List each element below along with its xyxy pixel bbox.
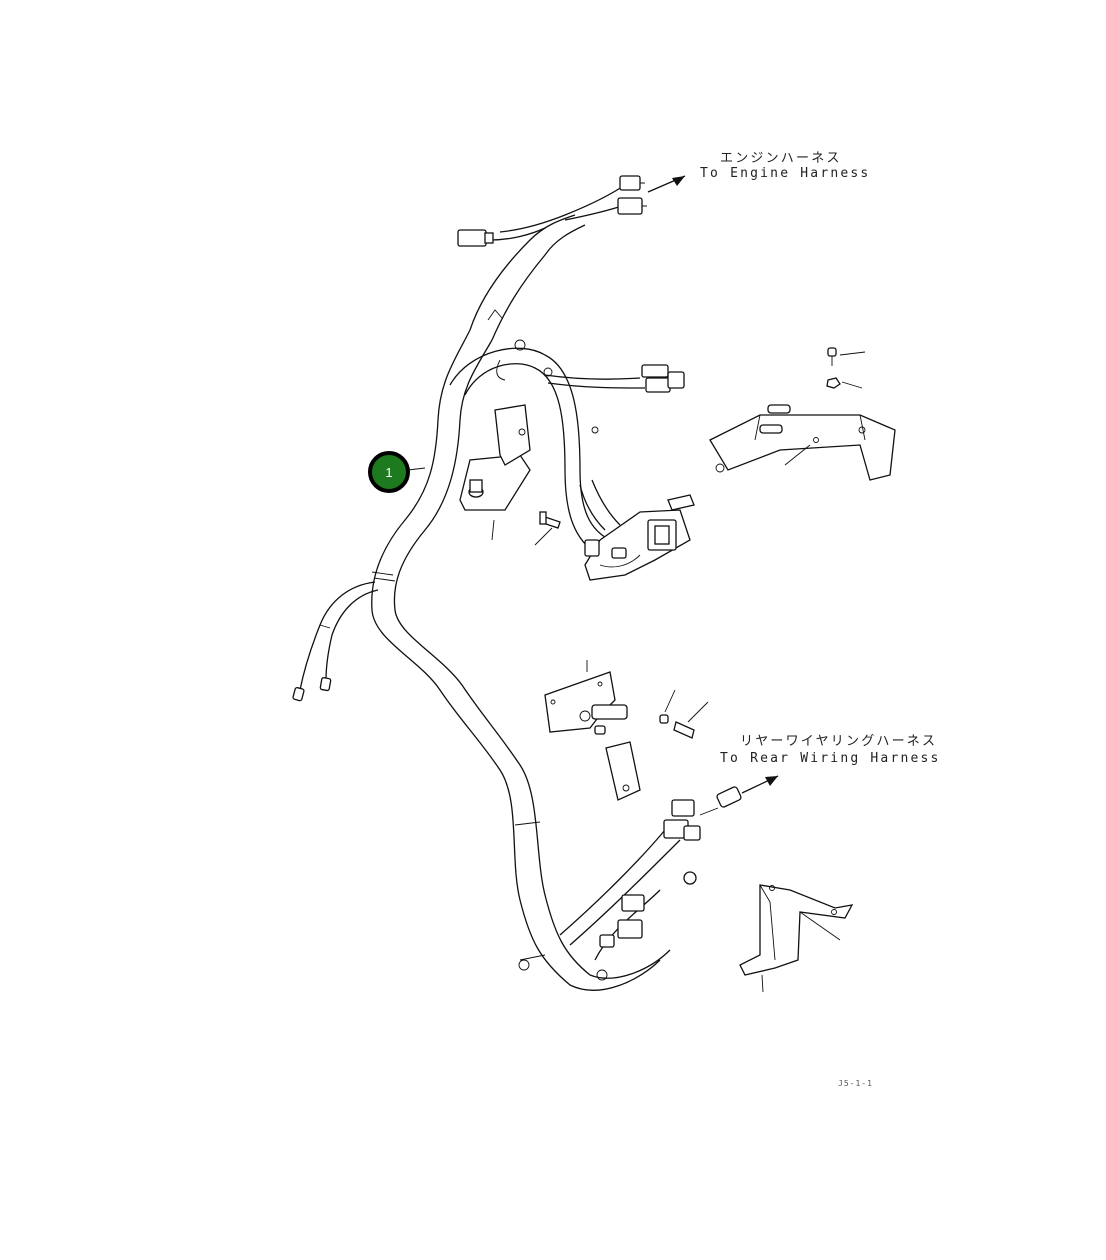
arrow-to-engine-harness — [647, 175, 686, 193]
bolt — [534, 511, 561, 546]
lower-right-bracket — [739, 884, 854, 993]
figure-reference: J5-1-1 — [838, 1079, 873, 1088]
rear-harness-label-jp: リヤーワイヤリングハーネス — [740, 734, 937, 749]
callout-1-number: 1 — [385, 465, 392, 480]
upper-mounting-bracket — [459, 404, 531, 541]
engine-harness-connectors — [457, 175, 647, 247]
callout-1[interactable]: 1 — [368, 451, 426, 493]
arrow-to-rear-harness — [741, 775, 779, 794]
ground-terminal-branch — [292, 581, 379, 702]
right-upper-bracket — [709, 347, 896, 481]
engine-harness-label-en: To Engine Harness — [700, 166, 870, 181]
engine-harness-label-jp: エンジンハーネス — [720, 151, 842, 166]
lower-mounting-plate — [544, 660, 641, 801]
switch-connector — [579, 479, 695, 581]
rear-harness-label-en: To Rear Wiring Harness — [720, 751, 941, 766]
middle-connectors — [487, 309, 685, 434]
lower-connector-cluster — [518, 786, 742, 981]
screws — [659, 689, 709, 739]
main-harness — [371, 214, 671, 991]
